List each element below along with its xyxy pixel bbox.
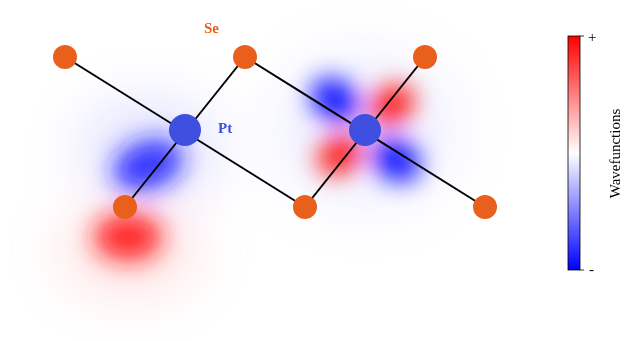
colorbar-title: Wavefunctions xyxy=(608,108,623,198)
se-atoms xyxy=(53,45,497,219)
bonds xyxy=(65,57,485,207)
colorbar-min: - xyxy=(589,262,594,277)
pt-atoms xyxy=(169,114,381,146)
orbital-lobes xyxy=(94,69,429,261)
atom-label: Pt xyxy=(218,121,232,136)
colorbar-max: + xyxy=(588,30,596,45)
atom-label: Se xyxy=(204,21,219,36)
colorbar-tick xyxy=(580,270,584,271)
orbital-halo xyxy=(60,55,455,295)
colorbar-tick xyxy=(580,36,584,37)
colorbar xyxy=(568,36,580,270)
